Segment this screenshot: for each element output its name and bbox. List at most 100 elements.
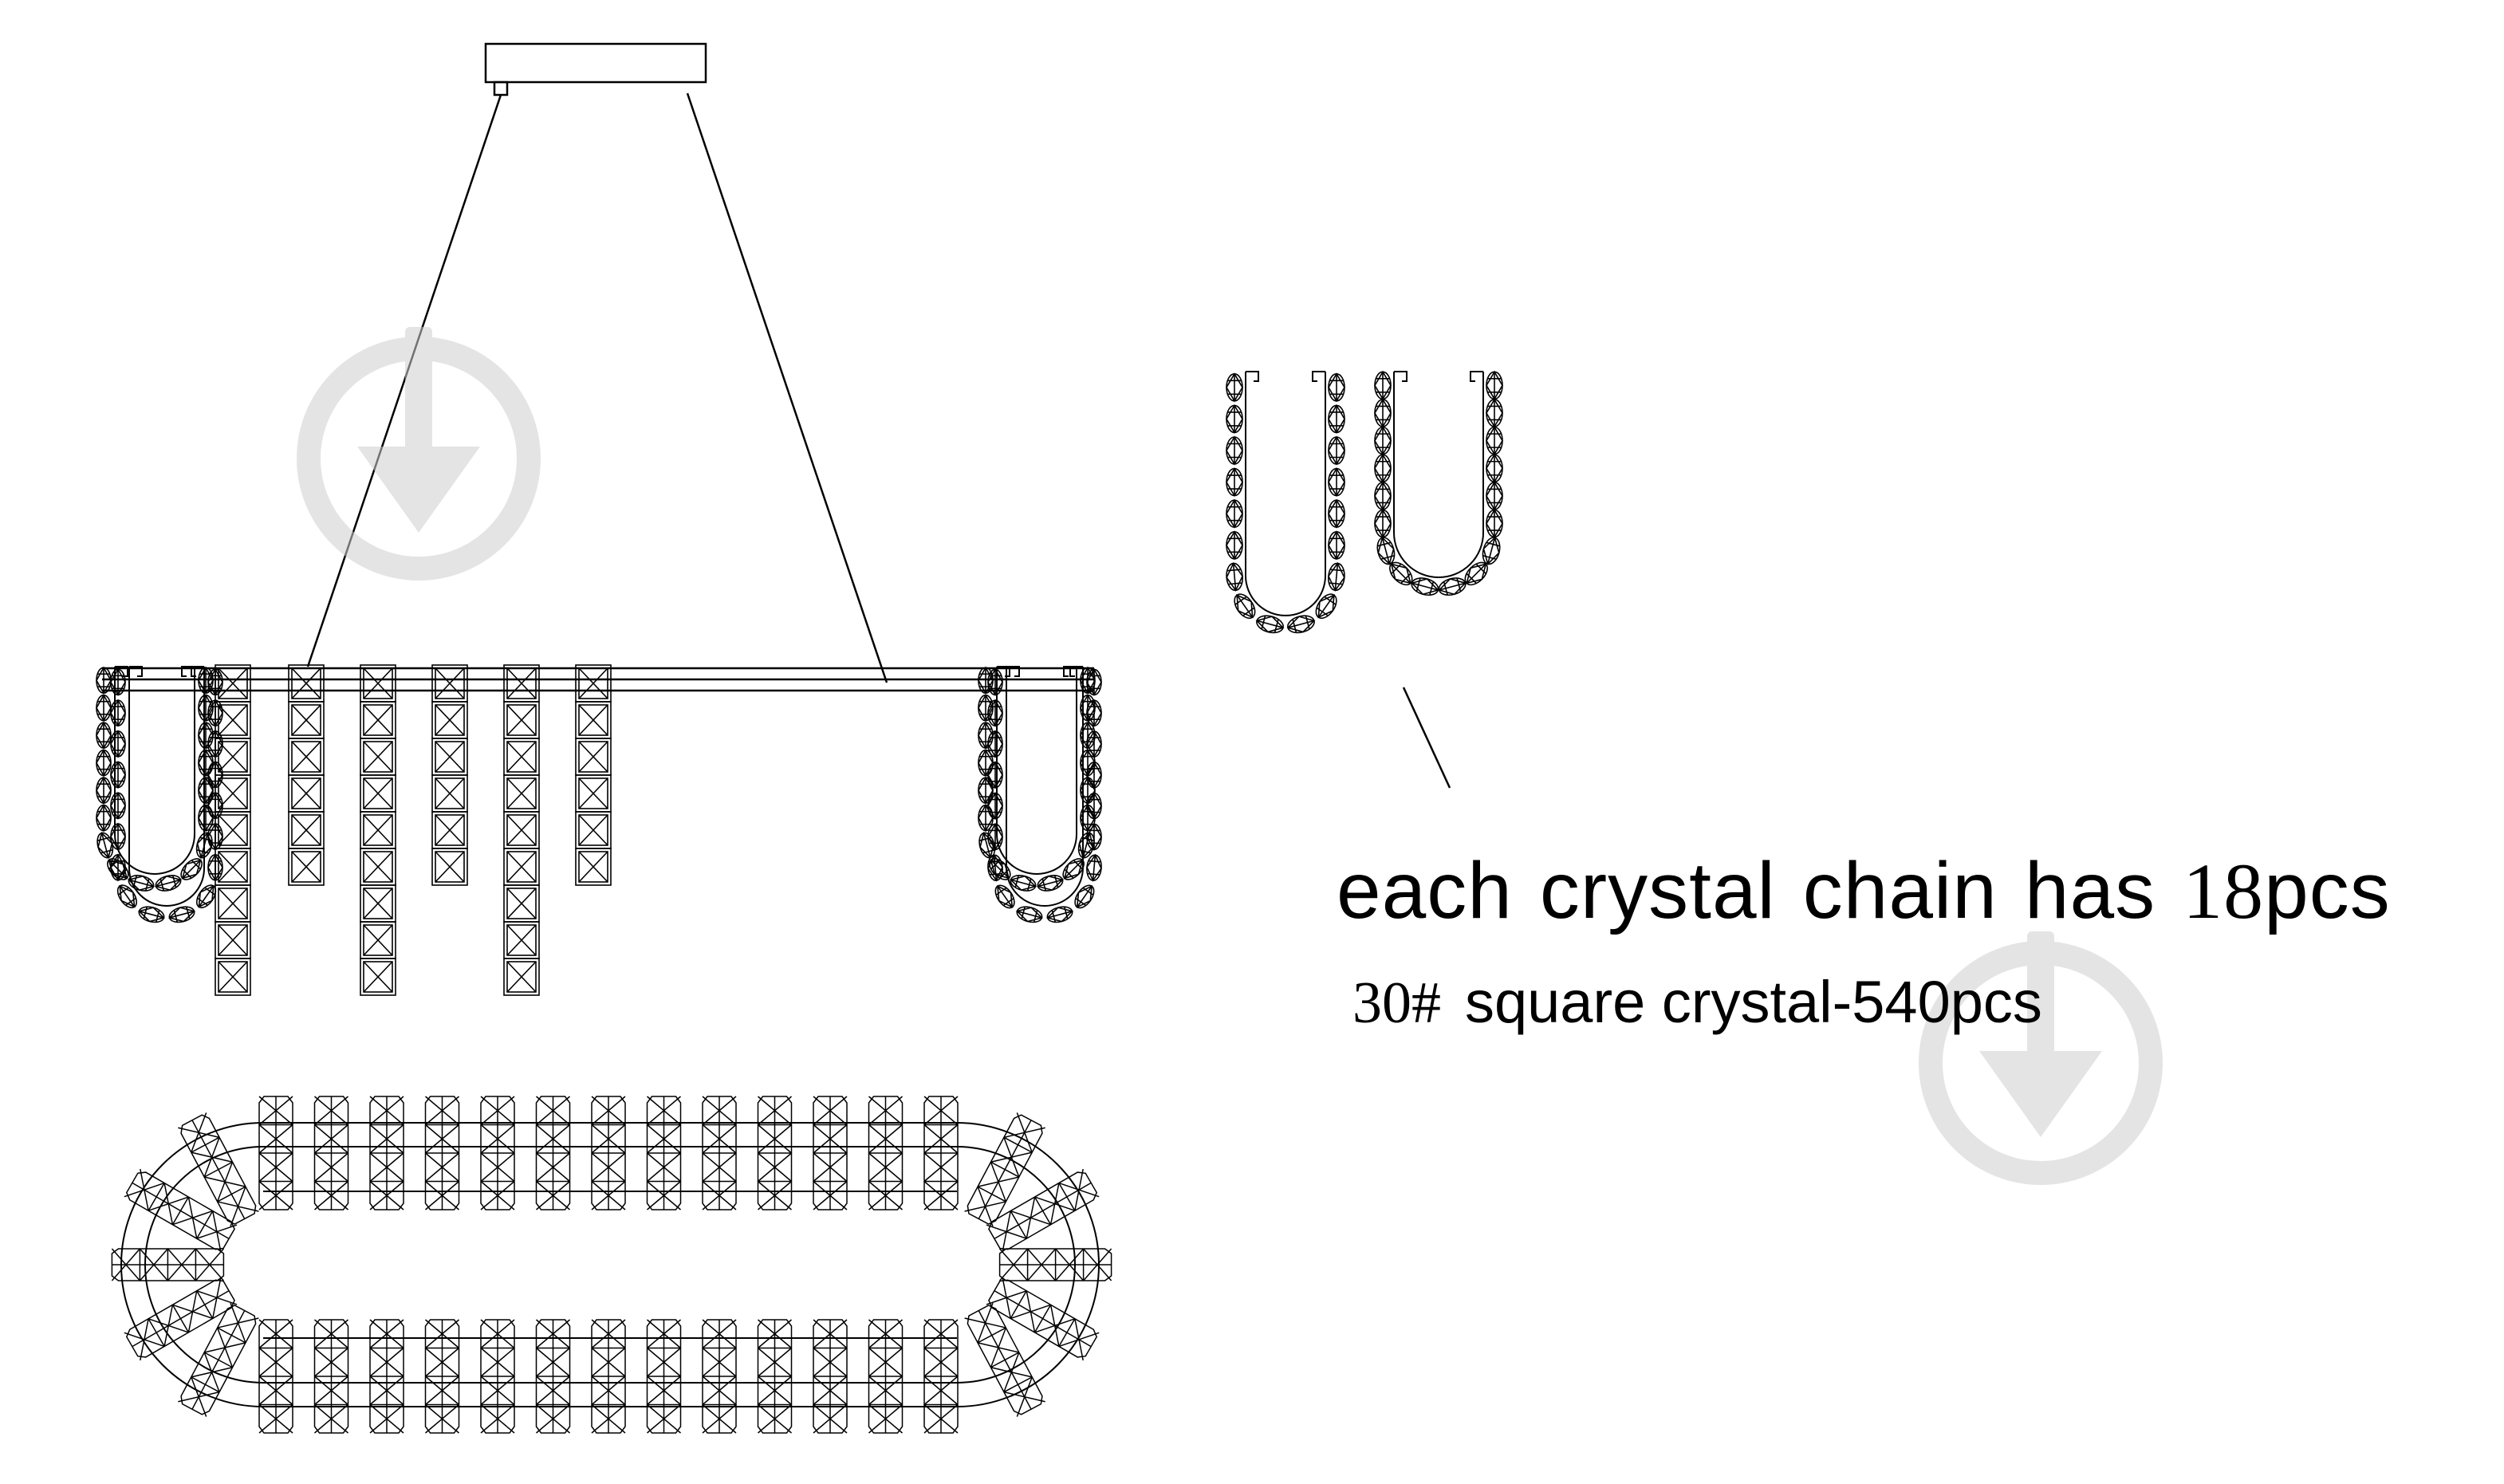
top-view-crystal (813, 1096, 848, 1210)
crystal-bead (1226, 530, 1243, 561)
crystal-bead (1486, 508, 1503, 539)
crystal-bead (1255, 615, 1285, 634)
top-view-crystal (998, 1248, 1112, 1281)
suspension-wires (306, 93, 888, 683)
square-crystal (503, 811, 540, 849)
crystal-bead (180, 858, 203, 880)
top-view-crystal (646, 1319, 682, 1434)
top-view-crystal (535, 1319, 571, 1434)
top-view-crystal (757, 1319, 793, 1434)
crystal-description: square crystal-540pcs (1465, 969, 2042, 1035)
crystal-bead (1328, 372, 1345, 403)
label-word-each: each (1337, 846, 1513, 935)
crystal-bead (116, 884, 138, 909)
crystal-bead (1438, 577, 1467, 596)
crystal-bead (96, 749, 112, 777)
crystal-bead (110, 667, 126, 697)
square-crystal (431, 848, 468, 886)
square-crystal (288, 701, 325, 739)
detail-crystal-chains (1226, 370, 1503, 634)
crystal-bead (1389, 561, 1413, 586)
top-view-crystal (313, 1319, 349, 1434)
crystal-bead (1486, 426, 1503, 456)
crystal-bead (978, 749, 994, 777)
square-crystal (360, 664, 396, 703)
square-crystal (215, 848, 251, 886)
top-view-crystal (480, 1096, 515, 1210)
crystal-bead (994, 884, 1015, 909)
top-view-crystal (178, 1302, 259, 1417)
top-view-crystal (923, 1319, 959, 1434)
square-crystal (215, 738, 251, 776)
crystal-bead (1015, 906, 1043, 923)
square-crystal (503, 738, 540, 776)
top-view-crystal (757, 1096, 793, 1210)
crystal-bead (1086, 853, 1102, 882)
top-view-crystal (424, 1096, 460, 1210)
top-view-crystal (591, 1096, 626, 1210)
crystal-bead (127, 875, 156, 892)
square-crystal (575, 774, 612, 813)
crystal-bead (1328, 498, 1345, 529)
front-view-crystal-columns (215, 664, 612, 996)
crystal-bead (154, 875, 183, 892)
crystal-bead (198, 666, 214, 695)
square-crystal (215, 774, 251, 813)
top-view-crystal (369, 1319, 404, 1434)
top-view-crystal (964, 1302, 1045, 1417)
crystal-bead (198, 776, 214, 805)
watermark-download-icon (1919, 931, 2163, 1185)
crystal-bead (1046, 906, 1074, 923)
top-view-crystal (424, 1319, 460, 1434)
crystal-bead (96, 721, 112, 750)
square-crystal (431, 701, 468, 739)
crystal-bead (1374, 370, 1392, 400)
square-crystal-count-label: 30#square crystal-540pcs (1352, 968, 2042, 1037)
top-view-crystal (124, 1168, 238, 1253)
crystal-bead (1086, 792, 1102, 821)
square-crystal (503, 774, 540, 813)
u-crystal-chain (1226, 371, 1345, 634)
top-view-crystal (813, 1319, 848, 1434)
crystal-bead (110, 699, 126, 727)
square-crystal (575, 701, 612, 739)
crystal-bead (1286, 615, 1316, 634)
crystal-bead (1226, 467, 1243, 498)
crystal-bead (96, 776, 112, 805)
crystal-bead (1009, 875, 1037, 892)
u-crystal-chain (987, 666, 1102, 923)
crystal-bead (1226, 498, 1243, 529)
square-crystal (360, 738, 396, 776)
square-crystal (360, 701, 396, 739)
square-crystal (360, 921, 396, 959)
square-crystal (288, 848, 325, 886)
crystal-bead (1374, 481, 1392, 511)
square-crystal (215, 884, 251, 923)
u-crystal-chain (1374, 370, 1503, 596)
watermark-download-icon (297, 327, 541, 581)
crystal-bead (1486, 398, 1503, 428)
top-view-crystal (480, 1319, 515, 1434)
top-view-crystal (986, 1277, 1100, 1361)
square-crystal (215, 811, 251, 849)
crystal-bead (1374, 426, 1392, 456)
oval-ring-outline (120, 1122, 1100, 1407)
square-crystal (503, 701, 540, 739)
top-view-crystal (646, 1096, 682, 1210)
crystal-column (288, 664, 325, 886)
crystal-bead (987, 853, 1003, 882)
crystal-bead (1086, 761, 1102, 789)
square-crystal (288, 664, 325, 703)
crystal-bead (198, 694, 214, 722)
square-crystal (503, 921, 540, 959)
crystal-bead (1226, 403, 1243, 434)
crystal-column (503, 664, 540, 996)
square-crystal (360, 811, 396, 849)
square-crystal (431, 664, 468, 703)
square-crystal (503, 664, 540, 703)
crystal-bead (1328, 403, 1345, 434)
square-crystal (215, 921, 251, 959)
crystal-column (431, 664, 468, 886)
top-view-oval-ring (111, 1096, 1112, 1434)
